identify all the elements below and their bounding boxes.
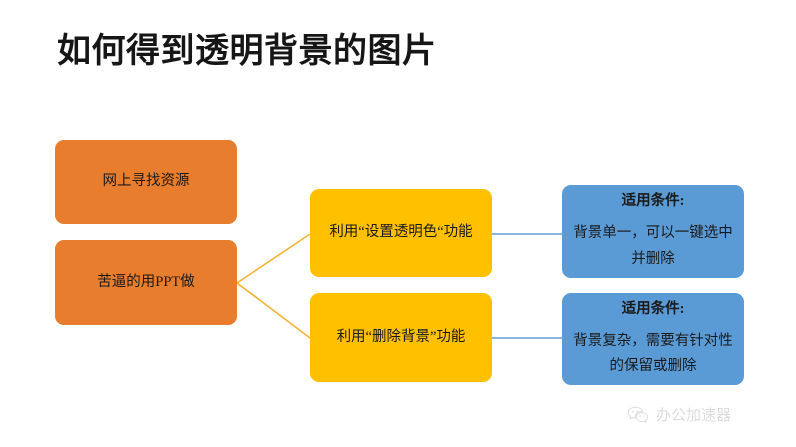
node-ppt-manual[interactable]: 苦逼的用PPT做 — [55, 240, 237, 325]
watermark-label: 办公加速器 — [656, 406, 732, 424]
node-remove-background-label: 利用“删除背景”功能 — [336, 328, 466, 345]
node-condition-two-heading: 适用条件: — [621, 300, 685, 317]
node-condition-two-body: 背景复杂，需要有针对性的保留或删除 — [573, 332, 733, 374]
node-condition-one-body: 背景单一，可以一键选中并删除 — [573, 225, 733, 267]
node-web-resource-label: 网上寻找资源 — [102, 173, 190, 190]
node-condition-one-heading: 适用条件: — [621, 193, 685, 210]
node-ppt-manual-label: 苦逼的用PPT做 — [97, 273, 195, 290]
node-condition-two[interactable]: 适用条件: 背景复杂，需要有针对性的保留或删除 — [562, 293, 744, 385]
node-remove-background[interactable]: 利用“删除背景”功能 — [310, 293, 492, 382]
node-transparent-color-label: 利用“设置透明色“功能 — [329, 224, 473, 241]
connector-ppt-to-remove — [236, 282, 311, 339]
wechat-icon — [627, 406, 649, 424]
connector-ppt-to-transparent — [236, 233, 311, 284]
watermark: 办公加速器 — [627, 404, 731, 425]
node-transparent-color[interactable]: 利用“设置透明色“功能 — [310, 189, 492, 277]
node-condition-one[interactable]: 适用条件: 背景单一，可以一键选中并删除 — [562, 185, 744, 278]
node-web-resource[interactable]: 网上寻找资源 — [55, 140, 237, 224]
page-title: 如何得到透明背景的图片 — [57, 31, 437, 71]
